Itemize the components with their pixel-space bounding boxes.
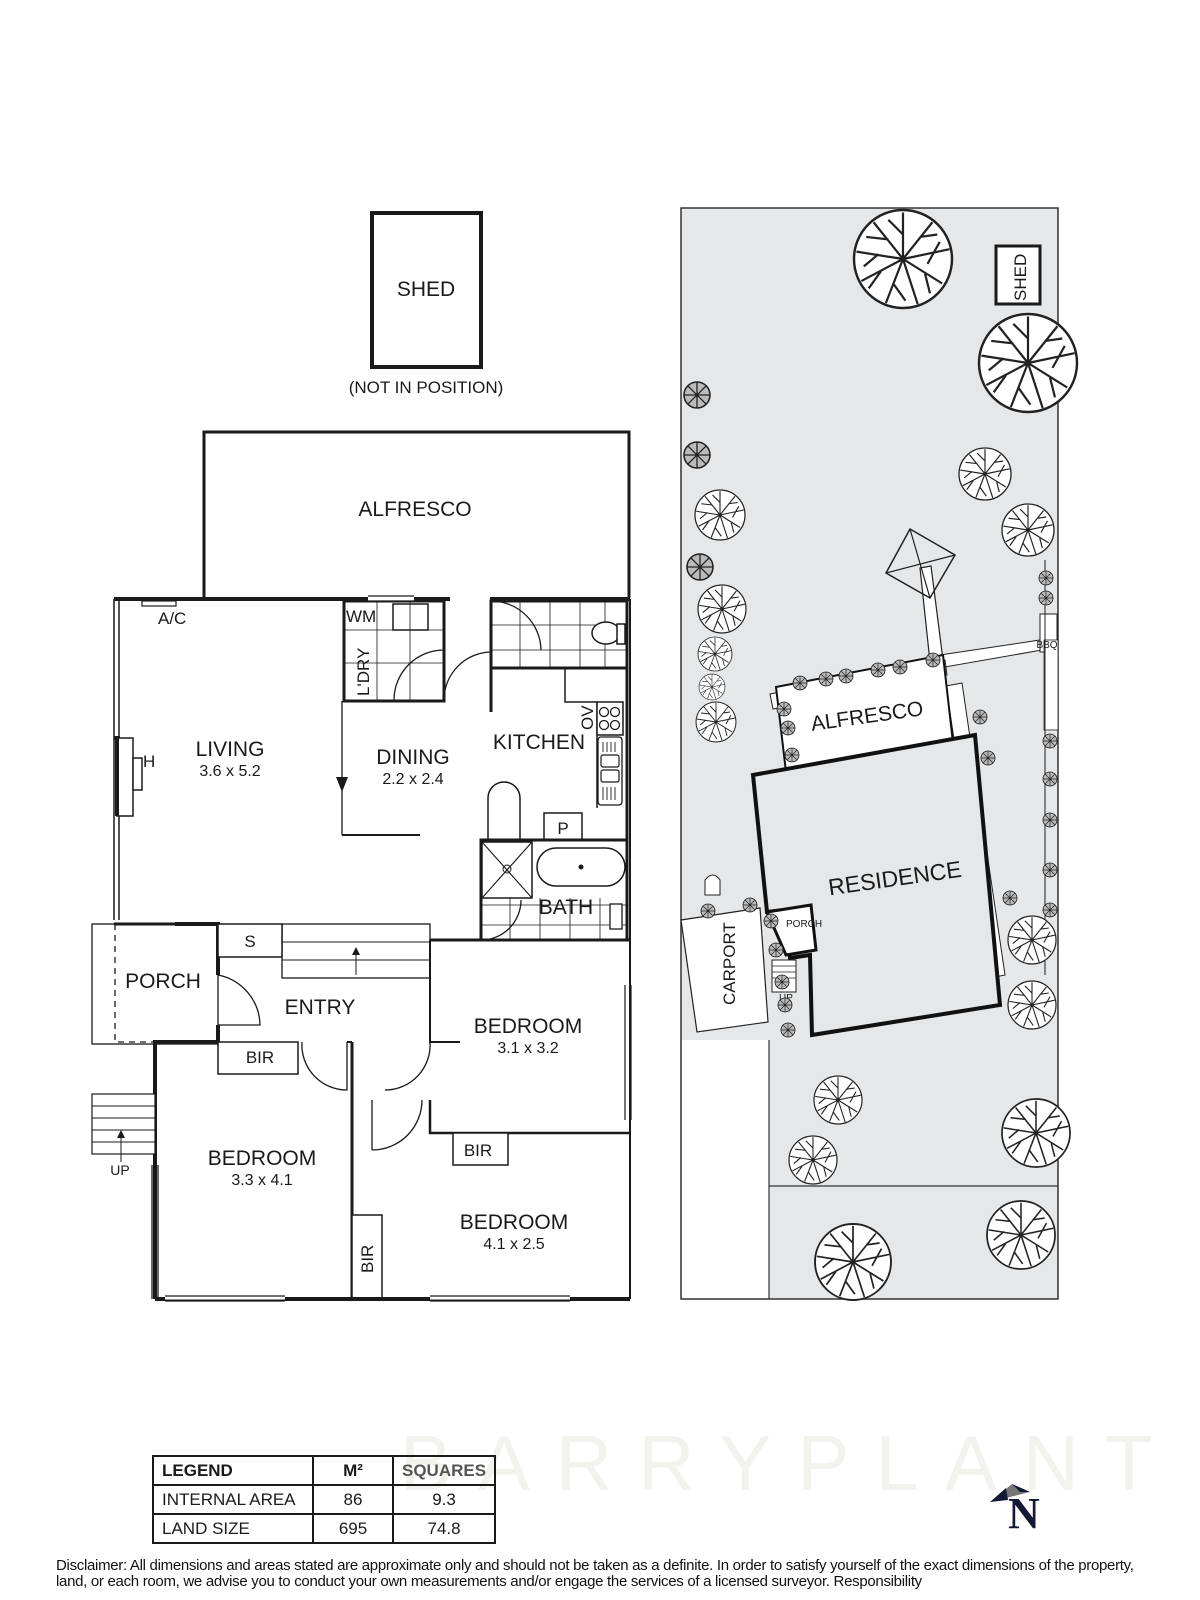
legend-header-row: LEGEND M² SQUARES: [152, 1455, 497, 1486]
bedroom2-dims: 3.3 x 4.1: [231, 1172, 292, 1189]
bedroom3-dims: 4.1 x 2.5: [483, 1236, 544, 1253]
legend-header: LEGEND: [152, 1455, 314, 1486]
bbq-label: BBQ: [1036, 640, 1057, 651]
dining-dims: 2.2 x 2.4: [382, 771, 443, 788]
bath-label: BATH: [539, 896, 593, 919]
bedroom3-label: BEDROOM: [460, 1211, 569, 1234]
north-label: N: [1008, 1489, 1040, 1538]
wm-label: WM: [346, 607, 376, 626]
laundry-label: L'DRY: [354, 648, 373, 696]
legend-row: INTERNAL AREA 86 9.3: [152, 1484, 497, 1515]
north-arrow-icon: [990, 1484, 1030, 1502]
living-dims: 3.6 x 5.2: [199, 763, 260, 780]
storage-label: S: [244, 932, 255, 951]
site-plan: SHED BBQ ALFRESCO PORCH RESIDENCE CARPOR…: [680, 207, 1079, 1301]
floor-and-site-plan: SHED (NOT IN POSITION) ALFRESCO: [91, 207, 1079, 1302]
room-labels: A/C H LIVING 3.6 x 5.2 WM L'DRY OV DININ…: [110, 607, 597, 1273]
legend-row: LAND SIZE 695 74.8: [152, 1513, 497, 1544]
disclaimer-text: Disclaimer: All dimensions and areas sta…: [56, 1557, 1134, 1590]
porch-label: PORCH: [125, 970, 201, 993]
kitchen-label: KITCHEN: [493, 731, 585, 754]
ac-label: A/C: [158, 609, 186, 628]
site-shed-label: SHED: [1011, 254, 1030, 301]
legend-row-label: LAND SIZE: [152, 1513, 314, 1544]
house-walls: [91, 595, 632, 1302]
legend-row-m2: 695: [312, 1513, 394, 1544]
entry-label: ENTRY: [285, 996, 356, 1019]
heater-label: H: [143, 752, 155, 771]
shed-label: SHED: [397, 278, 455, 301]
carport-label: CARPORT: [720, 922, 739, 1005]
legend-row-squares: 74.8: [391, 1513, 497, 1544]
shed-note: (NOT IN POSITION): [349, 378, 504, 397]
legend-row-label: INTERNAL AREA: [152, 1484, 314, 1515]
legend-row-squares: 9.3: [391, 1484, 497, 1515]
legend-header-squares: SQUARES: [391, 1455, 497, 1486]
living-label: LIVING: [196, 738, 265, 761]
bedroom1-label: BEDROOM: [474, 1015, 583, 1038]
shed-block: SHED (NOT IN POSITION): [349, 211, 504, 397]
area-legend-table: LEGEND M² SQUARES INTERNAL AREA 86 9.3 L…: [152, 1455, 497, 1544]
bir3-label: BIR: [358, 1245, 377, 1273]
bedroom2-label: BEDROOM: [208, 1147, 317, 1170]
dining-label: DINING: [376, 746, 450, 769]
pantry-label: P: [557, 819, 568, 838]
oven-label: OV: [578, 705, 597, 730]
bir1-label: BIR: [246, 1048, 274, 1067]
alfresco-label: ALFRESCO: [358, 498, 471, 521]
stairs-up-label: UP: [110, 1162, 129, 1178]
alfresco-area: ALFRESCO: [202, 430, 631, 598]
legend-row-m2: 86: [312, 1484, 394, 1515]
bir2-label: BIR: [464, 1141, 492, 1160]
site-porch-label: PORCH: [786, 919, 822, 930]
bedroom1-dims: 3.1 x 3.2: [497, 1040, 558, 1057]
legend-header-m2: M²: [312, 1455, 394, 1486]
